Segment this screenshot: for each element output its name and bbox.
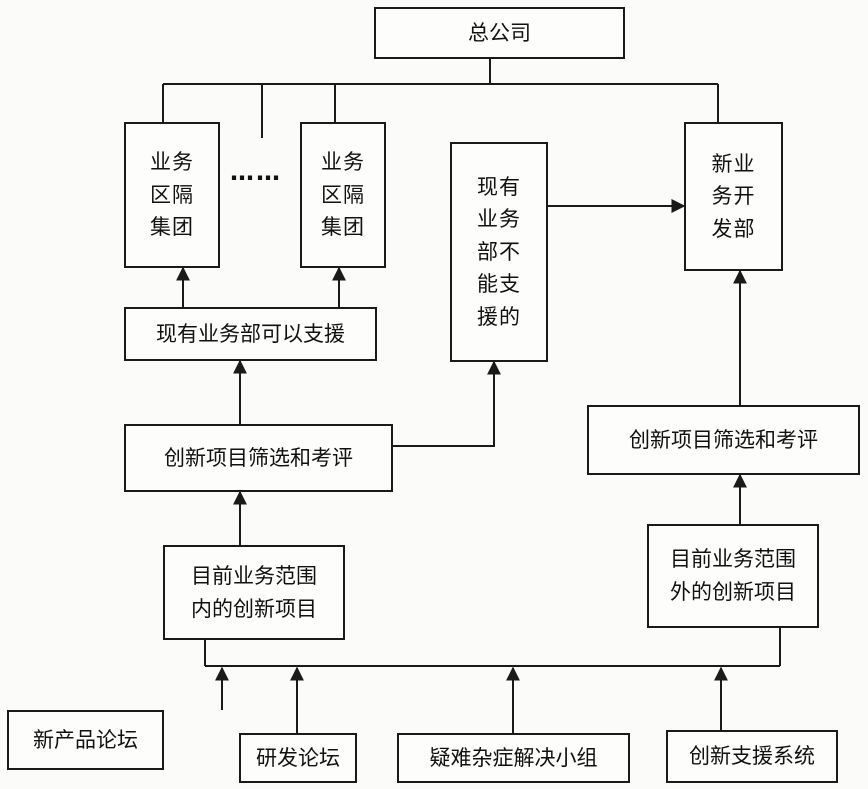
business-group-b-line-1: 业务 [320,150,366,175]
ellipsis: …… [230,158,282,186]
forum-new-product-box: 新产品论坛 [7,710,164,770]
forum-new-product-label: 新产品论坛 [33,727,138,752]
out-scope-line-1: 目前业务范围 [670,547,796,572]
screening-right-box: 创新项目筛选和考评 [587,405,860,475]
screening-left-box: 创新项目筛选和考评 [124,424,393,492]
new-dept-line-2: 务开 [711,184,756,209]
out-scope-box: 目前业务范围 外的创新项目 [647,524,819,628]
business-group-a-line-3: 集团 [149,215,195,240]
out-scope-line-2: 外的创新项目 [670,580,796,604]
unsupported-line-4: 能支 [476,272,522,297]
unsupported-line-3: 部不 [476,239,522,264]
business-group-box-a: 业务 区隔 集团 [124,122,220,268]
problem-team-label: 疑难杂症解决小组 [429,745,598,770]
unsupported-line-2: 业务 [476,207,522,232]
head-office-label: 总公司 [468,20,531,45]
in-scope-line-1: 目前业务范围 [191,563,317,588]
supportable-box: 现有业务部可以支援 [124,307,377,361]
screening-right-label: 创新项目筛选和考评 [629,427,818,452]
business-group-a-line-2: 区隔 [149,182,195,207]
forum-rd-label: 研发论坛 [256,745,340,770]
support-system-label: 创新支援系统 [689,744,815,769]
business-group-box-b: 业务 区隔 集团 [300,122,386,268]
problem-team-box: 疑难杂症解决小组 [397,733,630,783]
business-group-b-line-2: 区隔 [320,182,366,207]
supportable-label: 现有业务部可以支援 [156,321,345,346]
head-office-box: 总公司 [374,7,625,59]
business-group-a-line-1: 业务 [149,150,195,175]
new-dept-line-3: 发部 [711,216,756,241]
forum-rd-box: 研发论坛 [239,733,357,783]
new-business-dept-box: 新业 务开 发部 [684,122,783,271]
in-scope-line-2: 内的创新项目 [191,596,317,621]
unsupported-line-5: 援的 [476,304,522,329]
new-dept-line-1: 新业 [711,151,756,176]
in-scope-box: 目前业务范围 内的创新项目 [163,545,345,640]
support-system-box: 创新支援系统 [666,730,838,783]
screening-left-label: 创新项目筛选和考评 [164,445,353,470]
arrow-to-unsupported [393,360,501,447]
unsupported-line-1: 现有 [476,174,522,199]
unsupported-box: 现有 业务 部不 能支 援的 [450,142,548,362]
business-group-b-line-3: 集团 [320,215,366,240]
